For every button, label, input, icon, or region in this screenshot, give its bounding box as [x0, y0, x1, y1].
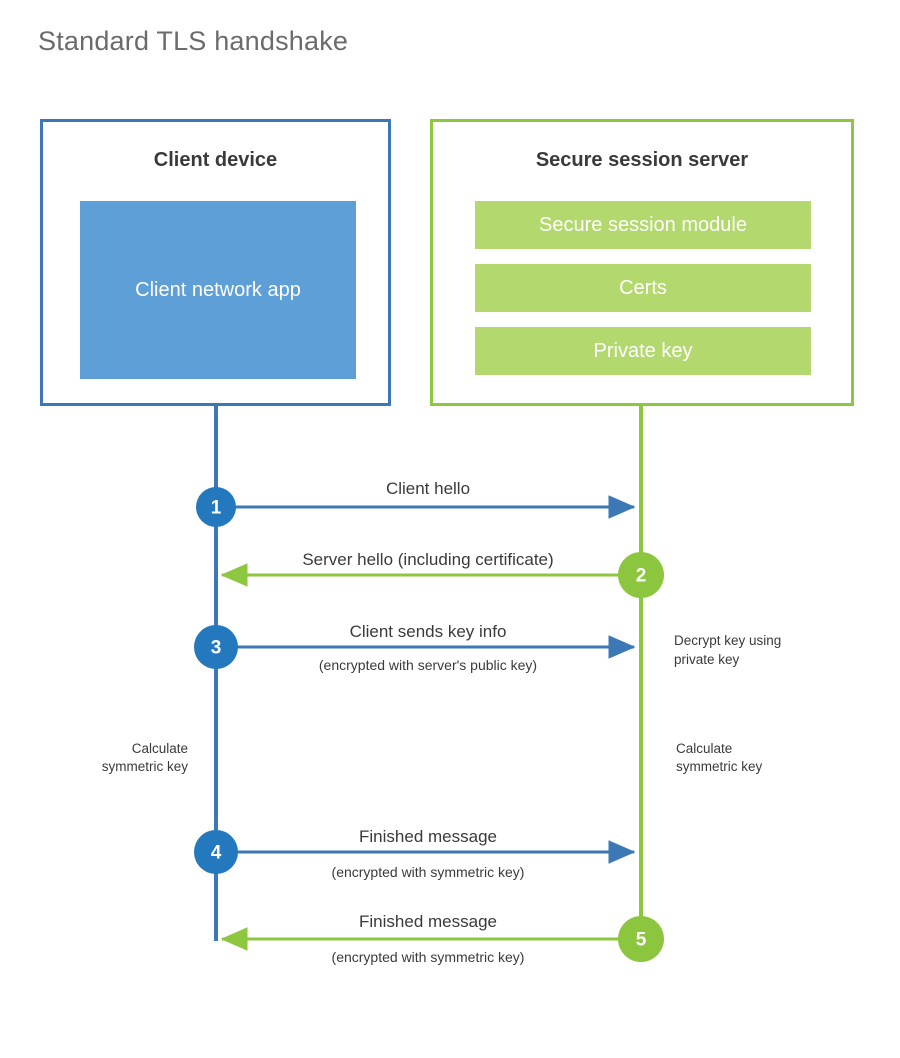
server-component-certs: Certs — [475, 264, 811, 312]
step-2-marker — [618, 552, 664, 598]
step-3-label: Client sends key info — [350, 622, 507, 641]
server-calc-note-line1: Calculate — [676, 741, 732, 756]
client-network-app-box: Client network app — [80, 201, 356, 379]
step-3-sublabel: (encrypted with server's public key) — [319, 657, 537, 673]
step-1-marker — [196, 487, 236, 527]
step-5-marker — [618, 916, 664, 962]
page-title: Standard TLS handshake — [38, 26, 349, 56]
client-calc-note-line2: symmetric key — [102, 759, 189, 774]
step-1-label: Client hello — [386, 479, 470, 498]
step-5-number: 5 — [636, 930, 647, 951]
step-2-label: Server hello (including certificate) — [302, 550, 553, 569]
step-1-number: 1 — [211, 498, 222, 519]
decrypt-key-note-line1: Decrypt key using — [674, 633, 781, 648]
step-5-sublabel: (encrypted with symmetric key) — [332, 949, 525, 965]
client-calc-note-line1: Calculate — [132, 741, 188, 756]
step-3-number: 3 — [211, 638, 222, 659]
server-calc-note-line2: symmetric key — [676, 759, 763, 774]
step-4-marker — [194, 830, 238, 874]
client-device-title: Client device — [153, 149, 278, 171]
step-3-marker — [194, 625, 238, 669]
server-component-private-key: Private key — [475, 327, 811, 375]
step-2-number: 2 — [636, 566, 647, 587]
step-4-label: Finished message — [359, 827, 497, 846]
step-5-label: Finished message — [359, 912, 497, 931]
server-component-secure-session-module: Secure session module — [475, 201, 811, 249]
secure-session-server-panel: Secure session server Secure session mod… — [430, 119, 854, 406]
step-4-number: 4 — [211, 843, 222, 864]
secure-session-server-title: Secure session server — [535, 149, 749, 171]
step-4-sublabel: (encrypted with symmetric key) — [332, 864, 525, 880]
client-device-panel: Client device Client network app — [40, 119, 391, 406]
decrypt-key-note-line2: private key — [674, 652, 740, 667]
